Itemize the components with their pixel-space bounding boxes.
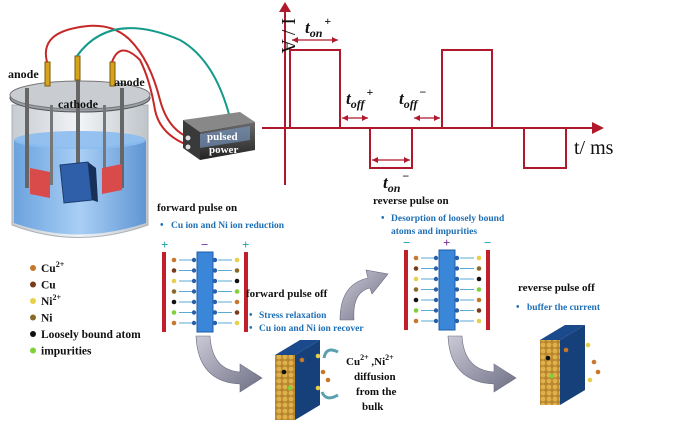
reverse-off-title: reverse pulse off xyxy=(518,282,595,294)
t-off-plus-label: toff+ xyxy=(346,85,374,111)
electrode-sign: − xyxy=(484,235,491,250)
stage-forward-pulse-on: forward pulse on • Cu ion and Ni ion red… xyxy=(157,202,285,333)
y-axis-label: I / A xyxy=(277,18,299,54)
diffusion-ions-label: Cu2+ ,Ni2+ xyxy=(346,353,394,368)
legend-marker xyxy=(30,347,36,354)
electrode-sign: + xyxy=(443,235,450,250)
anode-right-label: anode xyxy=(114,75,145,89)
legend-item: Loosely bound atom xyxy=(41,329,141,341)
power-label-line1: pulsed xyxy=(207,131,238,143)
forward-on-electrode-cell: + − + xyxy=(161,237,249,333)
pulse-trace xyxy=(285,49,596,169)
diffusion-annotation: Cu2+ ,Ni2+ diffusion from the bulk xyxy=(320,348,397,413)
stage-reverse-pulse-off: reverse pulse off • buffer the current xyxy=(516,282,601,313)
diffusion-arrow-up xyxy=(322,348,339,359)
reverse-on-bullet-dot: • xyxy=(381,213,385,224)
reverse-off-bullet: buffer the current xyxy=(527,303,601,313)
electrode-sign: − xyxy=(201,237,208,252)
reverse-on-bullet-line1: Desorption of loosely bound xyxy=(391,214,505,224)
anode-left-label: anode xyxy=(8,67,39,81)
pulse-waveform: I / A t/ ms ton+ toff+ toff− ton− xyxy=(262,2,614,195)
reverse-on-bullet-line2: atoms and impurities xyxy=(391,227,477,237)
t-on-plus-label: ton+ xyxy=(305,14,331,40)
forward-off-bullet2: Cu ion and Ni ion recover xyxy=(259,324,364,334)
forward-on-title: forward pulse on xyxy=(157,202,237,214)
forward-off-bullet1-dot: • xyxy=(249,310,253,321)
diffusion-line3: from the xyxy=(356,386,397,398)
legend-marker xyxy=(30,265,36,271)
forward-off-bullet2-dot: • xyxy=(249,323,253,334)
legend-marker xyxy=(30,331,36,337)
diffusion-line2: diffusion xyxy=(354,371,396,383)
deposit-block-forward-off xyxy=(275,340,331,420)
forward-on-bullet-dot: • xyxy=(160,220,164,231)
reverse-on-title: reverse pulse on xyxy=(373,195,449,207)
stage-reverse-pulse-on: reverse pulse on • Desorption of loosely… xyxy=(373,195,505,331)
t-off-minus-label: toff− xyxy=(399,85,427,111)
legend-marker xyxy=(30,298,36,304)
electrode-sign: + xyxy=(161,237,168,252)
forward-off-bullet1: Stress relaxation xyxy=(259,311,327,321)
stage-forward-pulse-off: forward pulse off • Stress relaxation • … xyxy=(246,288,364,334)
legend-item: impurities xyxy=(41,346,92,358)
process-arrows xyxy=(195,269,517,393)
x-axis-label: t/ ms xyxy=(574,137,614,159)
electrode-sign: − xyxy=(403,235,410,250)
legend-marker xyxy=(30,281,36,288)
legend-item: Cu xyxy=(41,280,56,292)
deposit-block-reverse-off xyxy=(540,325,601,405)
diffusion-arrow-down xyxy=(320,391,339,400)
pulsed-power-supply: pulsed power xyxy=(183,112,255,160)
electrode-sign: + xyxy=(242,237,249,252)
forward-on-bullet: Cu ion and Ni ion reduction xyxy=(171,221,285,231)
reverse-off-bullet-dot: • xyxy=(516,302,520,313)
arrow-stage2-to-3 xyxy=(339,269,389,321)
forward-off-title: forward pulse off xyxy=(246,288,328,300)
legend-item: Cu2+ xyxy=(41,260,65,275)
cathode-label: cathode xyxy=(58,97,99,111)
arrow-stage3-to-4 xyxy=(447,335,517,393)
power-label-line2: power xyxy=(209,144,238,156)
legend-item: Ni xyxy=(41,313,53,325)
t-on-minus-label: ton− xyxy=(383,169,409,195)
reverse-on-electrode-cell: − + − xyxy=(403,235,491,331)
electroplating-cell: anode cathode anode xyxy=(8,24,231,238)
legend-item: Ni2+ xyxy=(41,293,62,308)
legend-marker xyxy=(30,314,36,321)
arrow-stage1-to-2 xyxy=(195,335,263,393)
diffusion-line4: bulk xyxy=(362,401,384,413)
